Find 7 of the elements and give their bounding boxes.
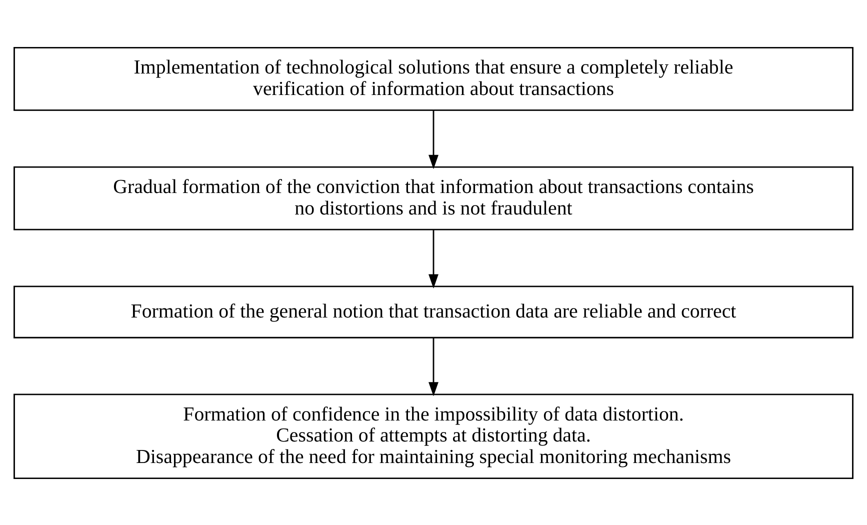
arrow bbox=[428, 110, 438, 169]
node-box: Formation of the general notion that transaction data are reliable and correct bbox=[14, 285, 854, 338]
node-box: Gradual formation of the conviction that information about transactions contains no distortions and is not fraudulent bbox=[14, 166, 854, 230]
arrow bbox=[428, 338, 438, 396]
node-box: Formation of confidence in the impossibility of data distortion. Cessation of attempts at distorting data. Disappearance of the need for maintaining special monitoring mechanisms bbox=[14, 393, 854, 479]
node-box: Implementation of technological solutions that ensure a completely reliable verification of information about transactions bbox=[14, 46, 854, 110]
arrow bbox=[428, 230, 438, 288]
